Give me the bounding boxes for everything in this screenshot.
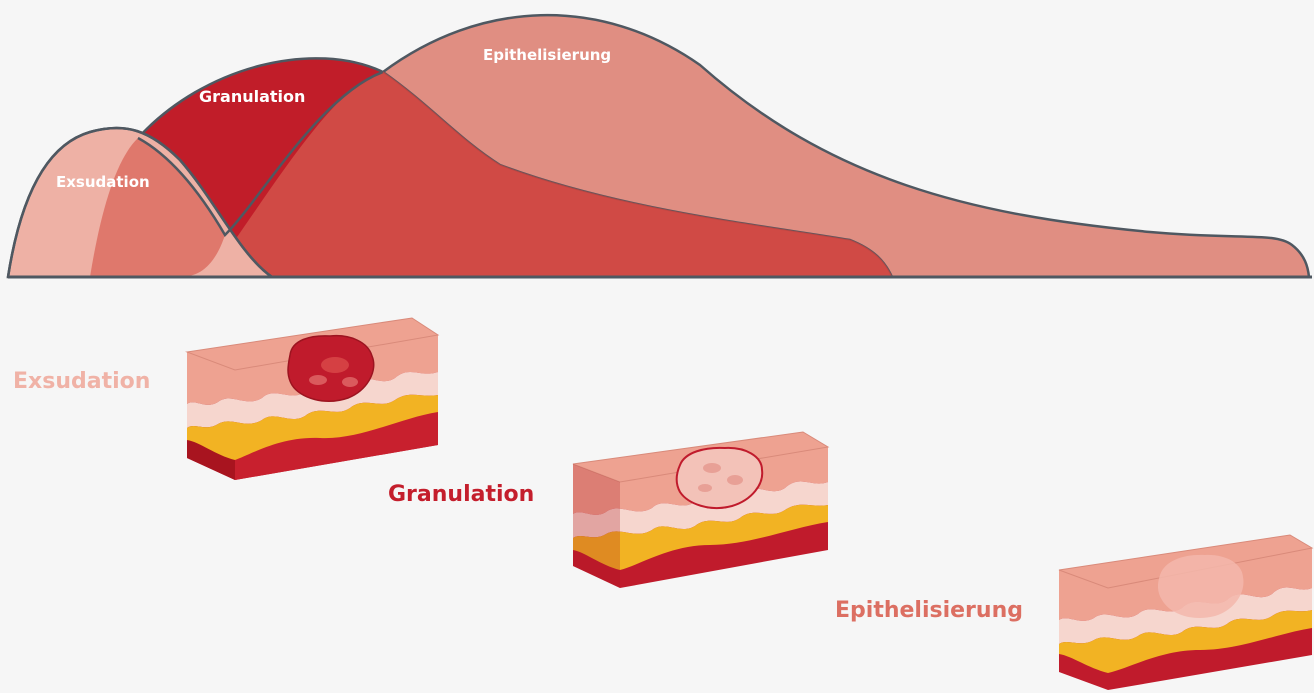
curve-label-exsudation: Exsudation (56, 173, 150, 191)
block-label-exsudation: Exsudation (13, 369, 150, 394)
phase-curves (8, 15, 1312, 277)
skin-block-granulation (573, 432, 828, 588)
block-label-epithelisierung: Epithelisierung (835, 598, 1023, 623)
skin-block-epithelisierung (1059, 535, 1312, 690)
skin-block-exsudation (187, 318, 438, 480)
curve-label-granulation: Granulation (199, 87, 305, 106)
block-label-granulation: Granulation (388, 482, 534, 507)
curve-label-epithelisierung: Epithelisierung (483, 46, 611, 64)
